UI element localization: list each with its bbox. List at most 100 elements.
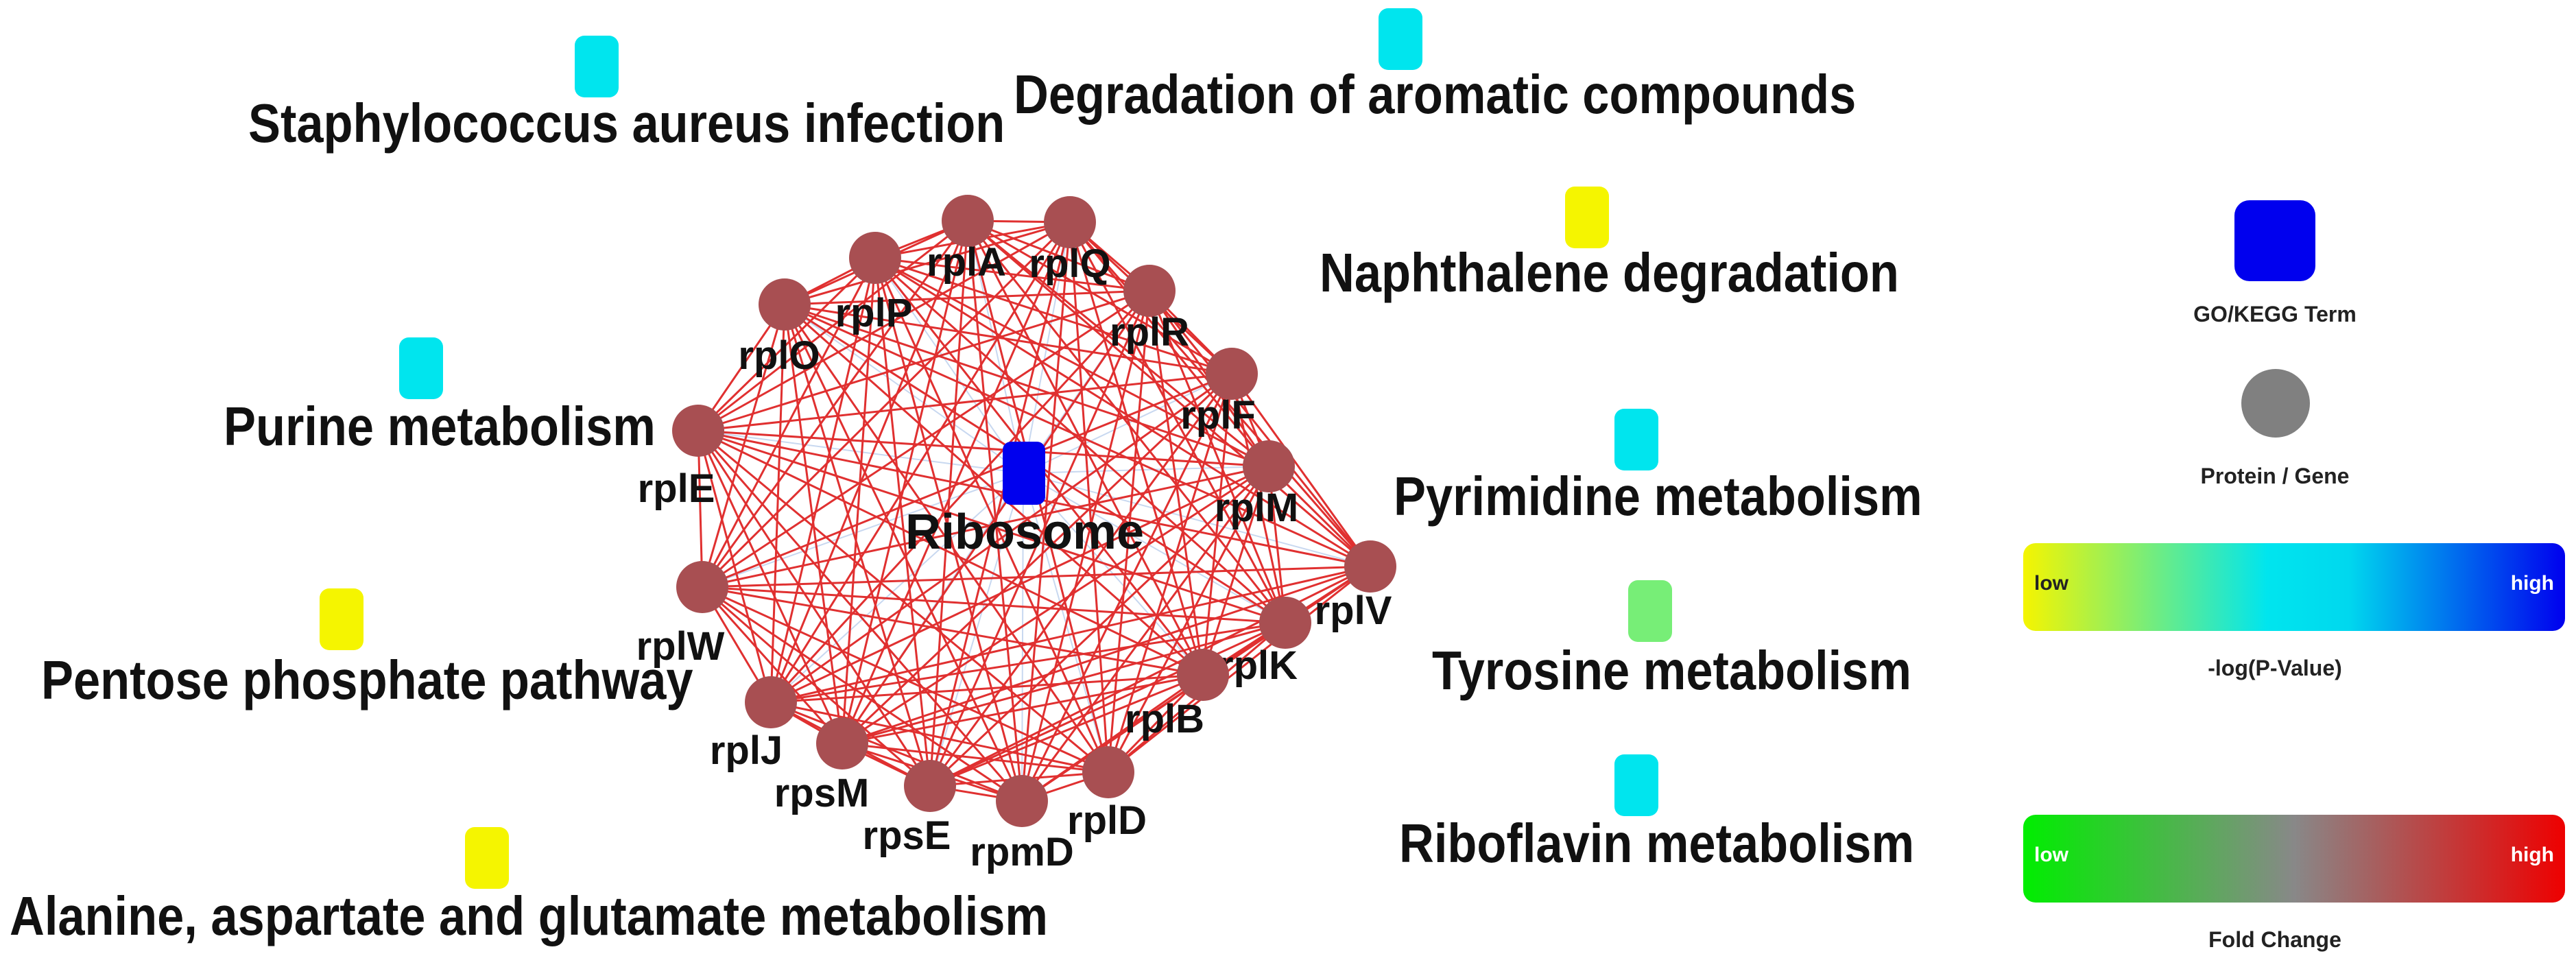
gene-label-rplO: rplO — [738, 333, 820, 378]
hub-edge-rpmD — [1021, 473, 1024, 802]
edge-rplA-rplK — [966, 220, 1287, 623]
term-box-staphylococcus[interactable] — [575, 36, 619, 97]
gene-node-rplP[interactable] — [849, 232, 901, 284]
fold-change-caption: Fold Change — [2208, 927, 2341, 952]
fold-change-colorbar: low high — [2023, 815, 2565, 903]
gene-node-rpsM[interactable] — [816, 717, 868, 769]
edge-rplA-rplJ — [770, 220, 969, 703]
edge-rpsM-rplP — [841, 257, 876, 744]
edge-rplW-rplE — [697, 430, 704, 588]
edge-rplF-rplO — [784, 303, 1232, 375]
gene-node-rplE[interactable] — [672, 405, 724, 457]
term-label-alanine: Alanine, aspartate and glutamate metabol… — [10, 885, 1049, 946]
edge-rpsE-rplP — [874, 257, 931, 787]
edge-rplR-rpsE — [929, 290, 1151, 787]
gene-label-rpsE: rpsE — [863, 813, 951, 858]
hub-label-ribosome: Ribosome — [905, 505, 1144, 560]
edge-rplK-rplP — [874, 256, 1286, 624]
gene-node-rplQ[interactable] — [1044, 196, 1096, 248]
edge-rplF-rplV — [1230, 373, 1372, 567]
gene-node-rplO[interactable] — [759, 278, 811, 331]
term-box-aromatic[interactable] — [1379, 8, 1422, 70]
gene-node-rplW[interactable] — [676, 561, 728, 613]
edge-rplW-rplO — [701, 304, 786, 588]
term-label-aromatic: Degradation of aromatic compounds — [1014, 64, 1857, 125]
term-box-naphthalene[interactable] — [1565, 187, 1609, 248]
term-box-alanine[interactable] — [465, 827, 509, 889]
pvalue-high-label: high — [2510, 572, 2554, 595]
hub-edge-rplM — [1023, 466, 1269, 474]
gene-node-rpsE[interactable] — [904, 760, 956, 812]
edge-rpmD-rplP — [874, 257, 1023, 802]
edge-rplK-rplE — [697, 429, 1286, 624]
edge-rpsM-rplE — [697, 430, 844, 744]
term-box-tyrosine[interactable] — [1628, 580, 1672, 642]
term-label-purine: Purine metabolism — [224, 396, 656, 457]
gene-node-rplD[interactable] — [1082, 746, 1134, 798]
term-box-pentose[interactable] — [320, 588, 363, 650]
gene-label-rplV: rplV — [1315, 588, 1392, 633]
edge-rplD-rplP — [874, 257, 1110, 773]
edge-rplR-rplK — [1148, 290, 1287, 623]
edge-rplM-rpmD — [1021, 466, 1270, 802]
gene-node-rplB[interactable] — [1177, 649, 1229, 701]
term-box-riboflavin[interactable] — [1614, 754, 1658, 816]
gene-node-rplR[interactable] — [1123, 265, 1176, 317]
edge-rplM-rplP — [874, 256, 1269, 468]
fold-low-label: low — [2034, 844, 2068, 866]
legend-term-swatch — [2234, 200, 2315, 281]
edge-rplQ-rplE — [697, 221, 1071, 432]
edge-rplB-rpmD — [1021, 673, 1204, 802]
hub-edge-rplP — [874, 257, 1024, 474]
gene-label-rplJ: rplJ — [710, 728, 783, 773]
gene-node-rplF[interactable] — [1206, 348, 1258, 400]
legend-gene-label: Protein / Gene — [2200, 464, 2350, 488]
edge-rplV-rplW — [702, 565, 1371, 588]
network-edges — [697, 219, 1372, 802]
gene-label-rplE: rplE — [638, 466, 715, 511]
edge-rplM-rpsM — [842, 465, 1269, 745]
hub-edge-rplV — [1023, 473, 1371, 567]
pvalue-colorbar: low high — [2023, 543, 2565, 631]
hub-node-ribosome[interactable] — [1003, 442, 1045, 505]
edge-rplD-rplE — [697, 429, 1109, 774]
edge-rplR-rplE — [697, 289, 1150, 432]
term-label-pyrimidine: Pyrimidine metabolism — [1394, 466, 1922, 527]
edge-rplD-rplO — [783, 304, 1110, 773]
edge-rplK-rplW — [702, 586, 1286, 624]
pvalue-low-label: low — [2034, 572, 2068, 595]
edge-rplM-rplO — [784, 303, 1269, 468]
edge-rplV-rplJ — [770, 565, 1371, 704]
edge-rplV-rplD — [1108, 565, 1371, 774]
edge-rplF-rplW — [702, 372, 1232, 588]
edge-rplB-rplJ — [770, 673, 1204, 704]
gene-label-rplR: rplR — [1110, 310, 1189, 355]
gene-label-rplB: rplB — [1125, 697, 1204, 741]
gene-node-rplV[interactable] — [1344, 540, 1396, 593]
edge-rplV-rpsM — [842, 565, 1371, 745]
edge-rplA-rpmD — [966, 220, 1023, 802]
term-label-tyrosine: Tyrosine metabolism — [1432, 640, 1911, 701]
hub-edge-rplJ — [770, 473, 1024, 703]
gene-node-rplK[interactable] — [1259, 597, 1311, 649]
edge-rplW-rplP — [701, 257, 876, 588]
term-label-pentose: Pentose phosphate pathway — [41, 649, 693, 711]
edge-rplV-rplO — [784, 303, 1371, 568]
edge-rplA-rplW — [701, 220, 969, 588]
edge-rplF-rplE — [697, 372, 1232, 432]
gene-label-rplM: rplM — [1215, 486, 1298, 530]
term-box-pyrimidine[interactable] — [1614, 409, 1658, 470]
gene-node-rplA[interactable] — [942, 195, 994, 247]
edge-rplF-rplB — [1202, 373, 1233, 676]
edge-rplJ-rplO — [770, 304, 786, 703]
gene-node-rpmD[interactable] — [996, 775, 1048, 827]
edge-rplM-rplJ — [770, 465, 1269, 704]
gene-node-rplJ[interactable] — [745, 676, 797, 728]
gene-node-rplM[interactable] — [1243, 440, 1295, 492]
edge-rpmD-rplO — [783, 304, 1023, 802]
term-box-purine[interactable] — [399, 337, 443, 399]
legend-term-label: GO/KEGG Term — [2193, 302, 2357, 326]
